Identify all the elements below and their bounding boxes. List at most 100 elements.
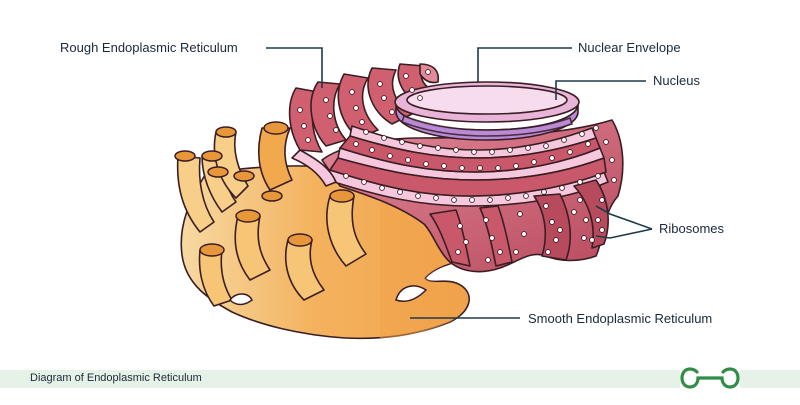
ribosome-dot (353, 141, 359, 147)
ribosome-dot (403, 73, 409, 79)
leader-line-ribosomes-1 (595, 205, 653, 230)
ribosome-dot (323, 97, 329, 103)
ribosome-dot (525, 145, 531, 151)
ribosome-dot (583, 217, 589, 223)
ribosome-dot (513, 249, 519, 255)
ribosome-dot (571, 209, 577, 215)
ribosome-dot (489, 149, 495, 155)
label-ribosomes: Ribosomes (659, 221, 725, 236)
ribosome-dot (301, 123, 307, 129)
ribosome-dot (453, 147, 459, 153)
ribosome-dot (561, 137, 567, 143)
ribosome-dot (415, 193, 421, 199)
gfg-logo-svg (680, 367, 740, 389)
ribosome-dot (353, 105, 359, 111)
smooth-er-holes (229, 285, 428, 306)
ribosome-dot (381, 135, 387, 141)
label-nucleus: Nucleus (653, 73, 700, 88)
footer-caption: Diagram of Endoplasmic Reticulum (30, 372, 202, 384)
ribosome-dot (523, 193, 529, 199)
ribosome-dot (489, 235, 495, 241)
ribosome-dot (463, 239, 469, 245)
ribosome-dot (457, 223, 463, 229)
ribosome-dot (343, 173, 349, 179)
ribosome-dot (505, 195, 511, 201)
ribosome-dot (417, 95, 423, 101)
leader-line-rough-er (266, 47, 323, 88)
ribosome-dot (577, 179, 583, 185)
ribosome-dot (579, 131, 585, 137)
ribosome-dot (459, 165, 465, 171)
ribosome-dot (541, 189, 547, 195)
ribosome-dots (297, 69, 617, 263)
ribosome-dot (389, 109, 395, 115)
ribosome-dot (455, 249, 461, 255)
ribosome-dot (417, 143, 423, 149)
ribosome-dot (549, 219, 555, 225)
label-nuclear-envelope: Nuclear Envelope (578, 40, 681, 55)
ribosome-dot (435, 145, 441, 151)
ribosome-dot (305, 137, 311, 143)
ribosome-dot (495, 165, 501, 171)
ribosome-dot (599, 197, 605, 203)
ribosome-dot (487, 197, 493, 203)
ribosome-dot (361, 179, 367, 185)
ribosome-dot (377, 81, 383, 87)
smooth-er-tube-openings (174, 121, 355, 257)
ribosome-dot (423, 161, 429, 167)
ribosome-dot (611, 177, 617, 183)
ribosome-dot (609, 157, 615, 163)
ribosome-dot (409, 87, 415, 93)
ribosome-dot (441, 163, 447, 169)
ribosome-dot (543, 143, 549, 149)
ribosome-dot (517, 211, 523, 217)
ribosome-dot (497, 249, 503, 255)
ribosome-dot (507, 147, 513, 153)
ribosome-dot (595, 173, 601, 179)
ribosome-dot (593, 125, 599, 131)
ribosome-dot (327, 113, 333, 119)
ribosome-dot (603, 139, 609, 145)
ribosome-dot (485, 257, 491, 263)
ribosome-dot (471, 149, 477, 155)
ribosome-dot (549, 155, 555, 161)
ribosome-dot (381, 95, 387, 101)
nucleus-shape (394, 81, 580, 141)
ribosome-dot (297, 107, 303, 113)
ribosome-dot (379, 185, 385, 191)
footer-bar (0, 370, 800, 388)
ribosome-dot (577, 197, 583, 203)
ribosome-dot (559, 185, 565, 191)
ribosome-dot (359, 119, 365, 125)
ribosome-dot (553, 237, 559, 243)
ribosome-dot (387, 153, 393, 159)
ribosome-dot (333, 127, 339, 133)
ribosome-dot (477, 165, 483, 171)
ribosome-dot (585, 141, 591, 147)
ribosome-dot (369, 147, 375, 153)
ribosome-dot (469, 197, 475, 203)
ribosome-dot (589, 237, 595, 243)
leader-lines (266, 47, 653, 319)
leader-line-nuclear-envelope (477, 47, 572, 82)
ribosome-dot (349, 89, 355, 95)
ribosome-dot (599, 227, 605, 233)
label-smooth-er: Smooth Endoplasmic Reticulum (528, 311, 713, 326)
ribosome-dot (595, 217, 601, 223)
ribosome-dot (451, 197, 457, 203)
label-rough-er: Rough Endoplasmic Reticulum (60, 40, 238, 55)
ribosome-dot (425, 69, 431, 75)
ribosome-dot (567, 149, 573, 155)
leader-line-ribosomes-2 (595, 228, 653, 239)
ribosome-dot (513, 163, 519, 169)
geeksforgeeks-logo-icon (680, 362, 740, 394)
ribosome-dot (363, 129, 369, 135)
ribosome-dot (531, 159, 537, 165)
ribosome-dot (557, 227, 563, 233)
ribosome-dot (581, 235, 587, 241)
ribosome-dot (399, 139, 405, 145)
ribosome-dot (405, 157, 411, 163)
ribosome-dot (545, 249, 551, 255)
